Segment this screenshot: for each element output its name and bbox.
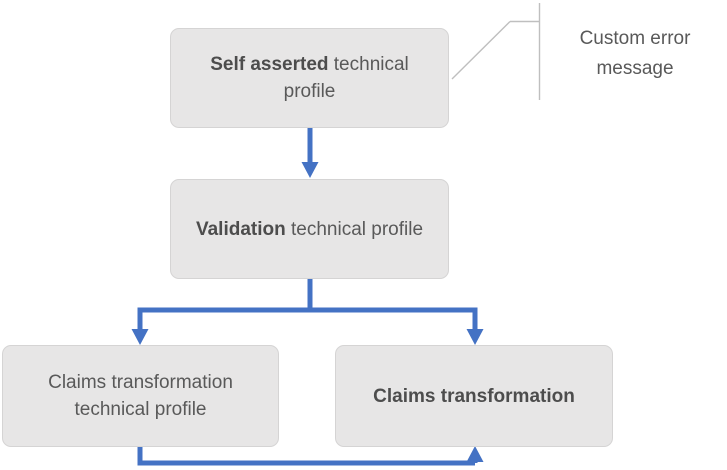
- node-validation-label-bold: Validation: [195, 218, 286, 240]
- arrow-validation-branch: [131, 279, 484, 345]
- arrow-claims-left-to-claims-right: [137, 446, 484, 466]
- callout-leader-line: [451, 3, 541, 100]
- node-self-asserted-label-bold: Self asserted: [210, 54, 329, 75]
- node-validation-label-rest: technical profile: [285, 218, 424, 240]
- node-claims-transformation-technical-profile[interactable]: Claims transformation technical profile: [2, 345, 279, 447]
- node-self-asserted-label: Self asserted technical profile: [185, 51, 434, 105]
- callout-custom-error-message: Custom error message: [579, 28, 691, 79]
- node-self-asserted-label-rest: technical profile: [283, 54, 409, 102]
- node-self-asserted-technical-profile[interactable]: Self asserted technical profile: [170, 28, 449, 128]
- node-claims-transformation-label: Claims transformation: [373, 383, 575, 410]
- node-claims-transformation-technical-profile-label: Claims transformation technical profile: [48, 372, 233, 420]
- node-claims-transformation-label-bold: Claims transformation: [373, 385, 575, 407]
- node-validation-label: Validation technical profile: [196, 216, 423, 243]
- node-validation-technical-profile[interactable]: Validation technical profile: [170, 179, 449, 279]
- arrow-self-asserted-to-validation: [301, 128, 319, 178]
- node-claims-transformation[interactable]: Claims transformation: [335, 345, 613, 447]
